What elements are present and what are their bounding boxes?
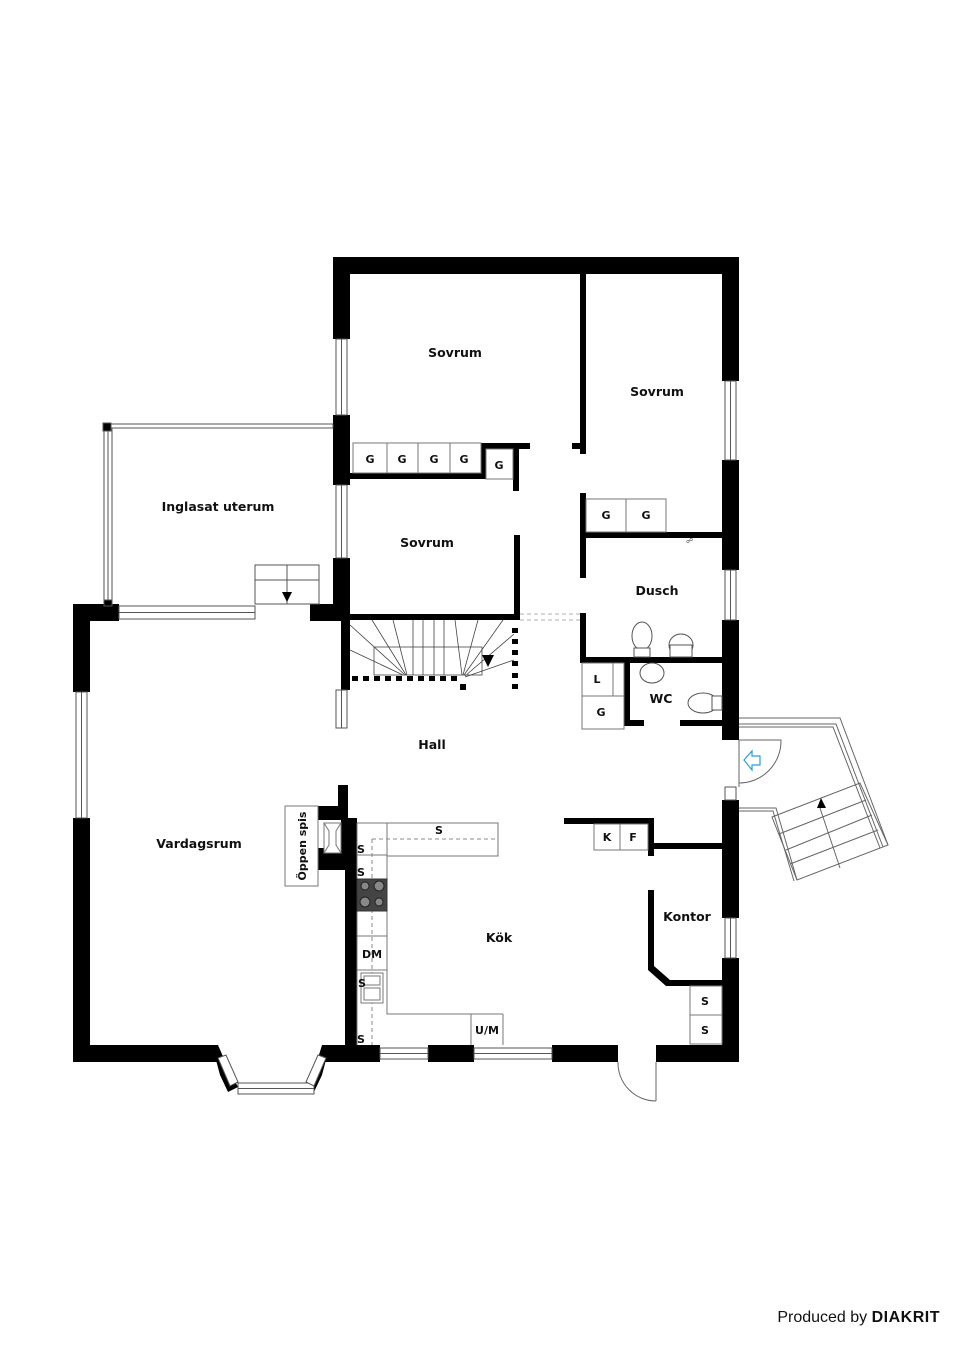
closets [352, 442, 723, 1045]
room-label-inglasat-uterum: Inglasat uterum [162, 499, 275, 514]
sink-icon [639, 662, 665, 684]
room-label-sovrum-3: Sovrum [400, 535, 454, 550]
room-label-wc: WC [650, 691, 673, 706]
room-label-kok: Kök [486, 930, 513, 945]
storage-label: S [357, 1033, 365, 1046]
fireplace [284, 805, 319, 887]
fixture-labels: G G G G G G G L G K F S S S S S DM S S U… [295, 453, 709, 1046]
wardrobe-label: G [429, 453, 438, 466]
sunroom-glazing [102, 422, 334, 607]
room-labels: Sovrum Sovrum Sovrum Inglasat uterum Dus… [156, 345, 711, 945]
exterior-staircase [739, 717, 889, 882]
linen-closet-label: L [593, 673, 600, 686]
wardrobe-label: G [596, 706, 605, 719]
microwave-oven-label: U/M [475, 1024, 499, 1037]
storage-label: S [435, 824, 443, 837]
brand-logo: DIAKRIT [871, 1309, 940, 1326]
wardrobe-label: G [494, 459, 503, 472]
storage-label: S [357, 866, 365, 879]
room-label-vardagsrum: Vardagsrum [156, 836, 241, 851]
room-label-kontor: Kontor [663, 909, 712, 924]
wardrobe-label: G [365, 453, 374, 466]
wardrobe-label: G [601, 509, 610, 522]
fridge-label: K [603, 831, 612, 844]
storage-label: S [701, 995, 709, 1008]
fireplace-label: Öppen spis [295, 811, 309, 880]
freezer-label: F [629, 831, 637, 844]
produced-by-text: Produced by [777, 1309, 868, 1326]
toilet-icon [631, 621, 653, 651]
stair-railing [352, 628, 518, 690]
storage-label: S [357, 843, 365, 856]
entrance-arrow-icon [743, 749, 761, 772]
producer-credit: Produced by DIAKRIT [777, 1309, 940, 1327]
room-label-sovrum-1: Sovrum [428, 345, 482, 360]
main-entrance [738, 739, 782, 787]
bathroom-fixtures: ☍ [631, 537, 723, 714]
room-label-dusch: Dusch [635, 583, 678, 598]
dishwasher-label: DM [362, 948, 382, 961]
room-label-hall: Hall [418, 737, 445, 752]
storage-label: S [358, 977, 366, 990]
wardrobe-label: G [641, 509, 650, 522]
room-label-sovrum-2: Sovrum [630, 384, 684, 399]
storage-label: S [701, 1024, 709, 1037]
back-door [617, 1061, 657, 1102]
windows [75, 338, 737, 1095]
kitchen-counters [284, 805, 504, 1045]
wardrobe-label: G [397, 453, 406, 466]
interior-staircase [349, 619, 515, 678]
dashed-line-hall [520, 613, 580, 621]
shower-icon: ☍ [686, 537, 693, 545]
interior-walls [318, 274, 722, 1045]
exterior-walls [73, 257, 739, 1092]
wardrobe-label: G [459, 453, 468, 466]
